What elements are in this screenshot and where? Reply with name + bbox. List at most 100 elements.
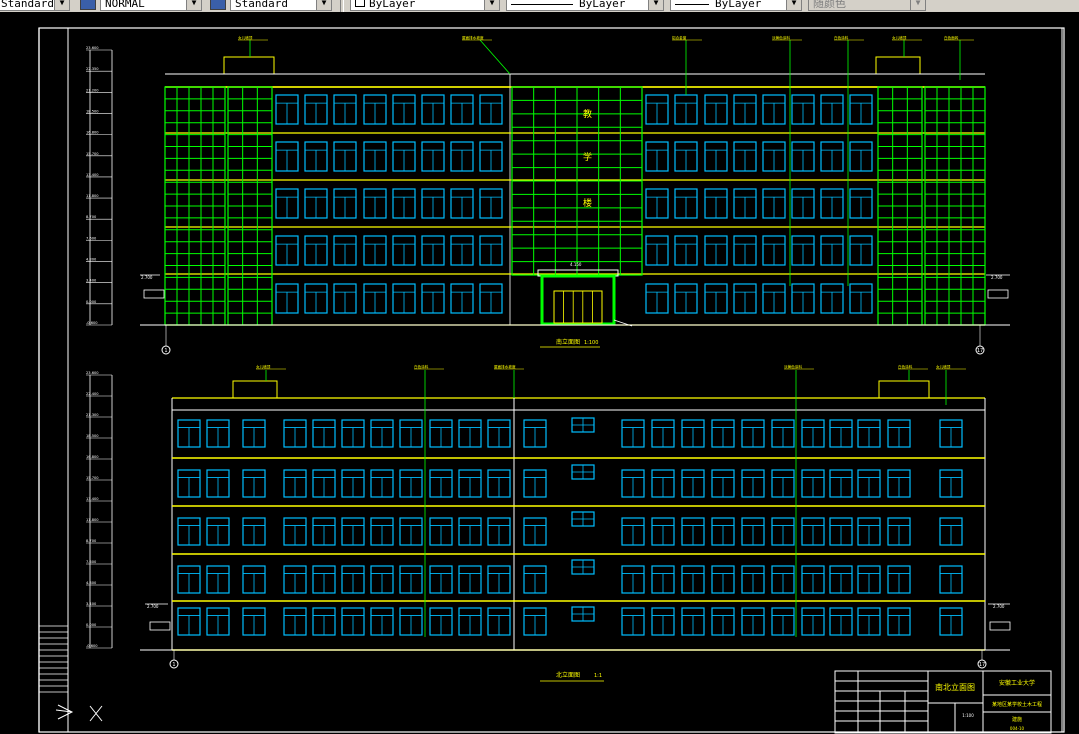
level-label: 0.000: [86, 300, 97, 304]
callout-label: 白色涂料: [834, 35, 849, 40]
level-label: 7.600: [86, 560, 97, 564]
callout-label: 铝合金窗: [672, 35, 687, 40]
plot-style-dropdown[interactable]: 随颜色 ▼: [808, 0, 926, 11]
color-control-dropdown[interactable]: ByLayer ▼: [350, 0, 500, 11]
chevron-down-icon: ▼: [648, 0, 663, 10]
linetype-preview: [511, 3, 573, 5]
north-elevation-title: 北立面图: [556, 671, 580, 679]
chevron-down-icon: ▼: [316, 0, 331, 10]
title-block: 安徽工业大学 南北立面图 某地区某学校土木工程 建施 004-10 1:100: [834, 670, 1052, 734]
dimension-style-icon[interactable]: [80, 0, 96, 10]
entrance-door: [553, 290, 603, 324]
callout-label: 女儿墙顶: [256, 364, 271, 369]
level-label: 21.300: [86, 413, 99, 417]
university-name: 安徽工业大学: [999, 679, 1035, 687]
chevron-down-icon: ▼: [186, 0, 201, 10]
properties-toolbar: Standard▼ NORMAL▼ Standard▼ ByLayer▼ ByL…: [0, 0, 1079, 12]
table-style-icon[interactable]: [210, 0, 226, 10]
south-elevation-title: 南立面图: [556, 338, 580, 346]
level-label: 4.800: [86, 258, 97, 262]
ucs-axis: [55, 709, 73, 713]
chevron-down-icon: ▼: [484, 0, 499, 10]
callout-label: 屋面排水坡度: [494, 364, 516, 369]
south-elevation-scale: 1:100: [584, 340, 598, 346]
callout-label: 白色涂料: [898, 364, 913, 369]
axis-label-right: 17: [977, 348, 983, 354]
north-elevation-scale: 1:1: [594, 673, 602, 679]
color-swatch-icon: [355, 0, 365, 7]
level-label: -0.600: [86, 321, 98, 325]
level-label: 16.800: [86, 455, 99, 459]
drawing-number: 004-10: [1010, 726, 1025, 731]
lineweight-control-dropdown[interactable]: ByLayer▼: [670, 0, 802, 11]
callout-label: 淡黄色涂料: [772, 35, 790, 40]
level-label: 16.800: [86, 131, 99, 135]
sheet-title: 南北立面图: [935, 682, 975, 692]
level-label: 8.700: [86, 539, 97, 543]
level-label: 21.200: [86, 88, 99, 92]
grade-tag: [149, 621, 171, 631]
drawing-type: 建施: [1012, 716, 1022, 723]
lineweight-preview: [675, 3, 709, 5]
entrance-frame: [540, 274, 616, 326]
level-label: 8.700: [86, 215, 97, 219]
ucs-x-icon: [89, 705, 103, 722]
grade-level-right: 2.700: [993, 604, 1005, 609]
text-style-value: Standard: [1, 0, 54, 10]
entrance-step: [613, 319, 633, 327]
level-label: 4.800: [86, 581, 97, 585]
callout-label: 女儿墙顶: [892, 35, 907, 40]
level-label: 13.400: [86, 173, 99, 177]
level-label: 11.800: [86, 518, 99, 522]
axis-label-left: 1: [172, 662, 175, 668]
level-label: 23.600: [86, 46, 99, 50]
level-label: 3.400: [86, 602, 97, 606]
plot-style-value: 随颜色: [813, 0, 846, 10]
level-label: 11.800: [86, 194, 99, 198]
signage-char: 教: [583, 108, 592, 120]
grade-tag: [143, 289, 165, 299]
inner-border: [67, 27, 1063, 733]
leader-line: [479, 39, 511, 75]
level-label: 18.500: [86, 109, 99, 113]
south-elevation: 23.60022.35021.20018.50016.80015.70013.4…: [86, 35, 1010, 355]
project-name: 某地区某学校土木工程: [992, 701, 1042, 708]
ucs-icon: [57, 704, 74, 720]
parapet: [232, 380, 278, 399]
drawing-frame: [38, 27, 1065, 733]
grade-tag: [989, 621, 1011, 631]
parapet: [223, 56, 275, 75]
grade-tag: [987, 289, 1009, 299]
drawing-canvas[interactable]: 23.60022.35021.20018.50016.80015.70013.4…: [0, 12, 1079, 734]
entrance-level: 4.150: [570, 262, 582, 267]
linetype-value: ByLayer: [579, 0, 626, 10]
callout-label: 女儿墙顶: [238, 35, 253, 40]
toolbar-separator: [340, 0, 344, 12]
north-elevation: 23.60022.40021.30018.50016.80015.70013.4…: [86, 346, 1011, 682]
callout-label: 淡黄色涂料: [784, 364, 802, 369]
callout-label: 屋面排水坡度: [462, 35, 484, 40]
color-value: ByLayer: [369, 0, 416, 10]
grade-level-right: 2.700: [991, 275, 1003, 280]
level-label: 0.000: [86, 623, 97, 627]
dimension-style-dropdown[interactable]: NORMAL ▼: [100, 0, 202, 11]
level-label: 7.600: [86, 236, 97, 240]
chevron-down-icon: ▼: [54, 0, 69, 10]
dimension-style-value: NORMAL: [105, 0, 145, 10]
chevron-down-icon: ▼: [786, 0, 801, 10]
callout-label: 白色涂料: [414, 364, 429, 369]
level-label: 15.700: [86, 476, 99, 480]
level-label: -0.600: [86, 644, 98, 648]
parapet: [878, 380, 930, 399]
linetype-control-dropdown[interactable]: ByLayer ▼: [506, 0, 664, 11]
table-style-value: Standard: [235, 0, 288, 10]
chevron-down-icon: ▼: [910, 0, 925, 10]
text-style-dropdown[interactable]: Standard▼: [0, 0, 70, 11]
axis-label-right: 17: [979, 662, 985, 668]
callout-label: 女儿墙顶: [936, 364, 951, 369]
parapet: [875, 56, 921, 75]
level-label: 3.400: [86, 279, 97, 283]
axis-label-left: 1: [164, 348, 167, 354]
callout-label: 白色面砖: [944, 35, 959, 40]
table-style-dropdown[interactable]: Standard ▼: [230, 0, 332, 11]
